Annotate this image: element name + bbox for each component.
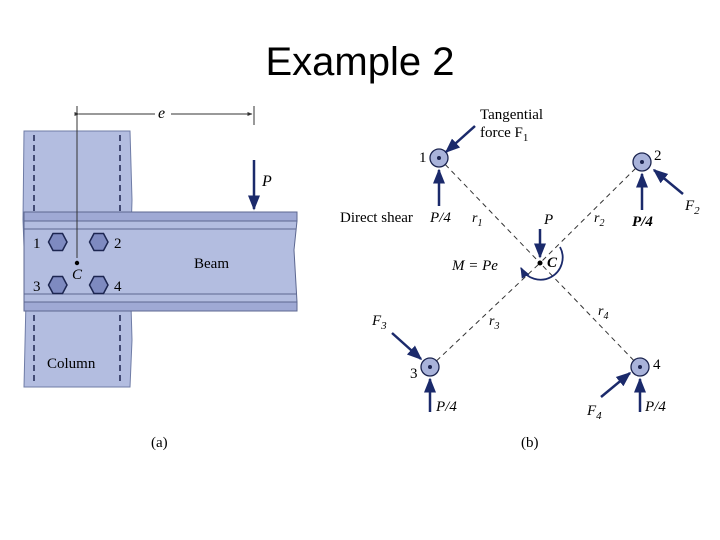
figure-b: 1 2 3 4 C P M = Pe Tangential force F1 D… bbox=[340, 107, 700, 451]
tangential-label-line1: Tangential bbox=[480, 107, 543, 123]
shear-label-1: P/4 bbox=[429, 210, 451, 226]
radius-label-4: r4 bbox=[598, 304, 608, 322]
shear-label-4: P/4 bbox=[644, 399, 666, 415]
bolt-2 bbox=[632, 152, 652, 172]
bolt-label-2: 2 bbox=[654, 148, 662, 164]
bolt-hex bbox=[47, 275, 68, 295]
force-arrow-f1 bbox=[444, 125, 476, 154]
caption-a: (a) bbox=[151, 435, 168, 451]
force-label-f4: F4 bbox=[586, 403, 602, 422]
bolt-group bbox=[47, 232, 109, 295]
slide-title: Example 2 bbox=[265, 40, 455, 84]
bolt-1 bbox=[429, 148, 449, 168]
dimension-label-e: e bbox=[158, 105, 165, 122]
moment-arc bbox=[520, 246, 564, 281]
direct-shear-label: Direct shear bbox=[340, 210, 413, 226]
bolt-label-4: 4 bbox=[653, 357, 661, 373]
centroid-label: C bbox=[547, 255, 558, 271]
radius-label-1: r1 bbox=[472, 211, 482, 229]
force-arrow-f3 bbox=[391, 332, 423, 361]
centroid-label: C bbox=[72, 267, 83, 283]
bolt-hex bbox=[88, 232, 109, 252]
radius-line-2 bbox=[539, 161, 643, 264]
bolt-hex bbox=[47, 232, 68, 252]
radius-line-1 bbox=[438, 157, 541, 264]
force-arrow-f4 bbox=[600, 372, 632, 398]
bolt-label: 3 bbox=[33, 279, 41, 295]
shear-label-3: P/4 bbox=[435, 399, 457, 415]
radius-label-3: r3 bbox=[489, 314, 499, 332]
column-label: Column bbox=[47, 356, 96, 372]
shear-label-2: P/4 bbox=[632, 214, 653, 230]
bolt-label: 2 bbox=[114, 236, 122, 252]
bolt-label-3: 3 bbox=[410, 366, 418, 382]
radius-label-2: r2 bbox=[594, 211, 604, 229]
load-label-p: P bbox=[543, 212, 553, 228]
centroid-dot bbox=[74, 260, 80, 266]
bolt-label: 4 bbox=[114, 279, 122, 295]
caption-b: (b) bbox=[521, 435, 539, 451]
beam-label: Beam bbox=[194, 256, 229, 272]
bolt-3 bbox=[420, 357, 440, 377]
force-label-f2: F2 bbox=[684, 198, 700, 217]
bolt-hex bbox=[88, 275, 109, 295]
moment-label: M = Pe bbox=[451, 258, 498, 274]
bolt-label-1: 1 bbox=[419, 150, 427, 166]
load-label-p: P bbox=[261, 173, 272, 190]
force-label-f3: F3 bbox=[371, 313, 387, 332]
force-arrow-f2 bbox=[652, 169, 684, 195]
bolt-label: 1 bbox=[33, 236, 41, 252]
radius-line-3 bbox=[429, 262, 541, 368]
figure-a: 1 2 3 4 C Beam Column e P (a) bbox=[22, 105, 298, 451]
bolt-4 bbox=[630, 357, 650, 377]
centroid-dot bbox=[537, 260, 543, 266]
beam bbox=[23, 211, 298, 312]
tangential-label-line2: force F1 bbox=[480, 125, 528, 144]
radius-line-4 bbox=[539, 262, 641, 368]
